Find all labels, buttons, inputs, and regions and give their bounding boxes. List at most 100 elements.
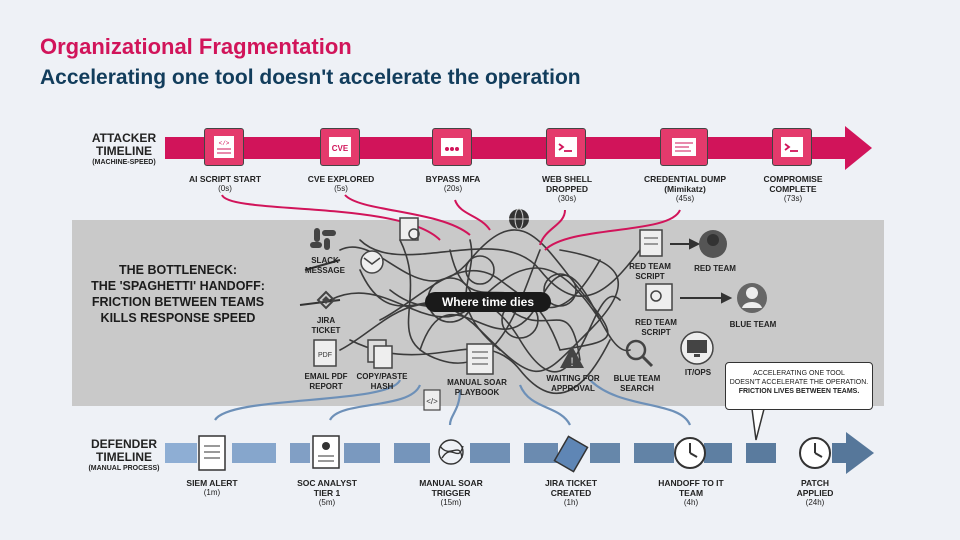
globe-icon [509,208,529,230]
node-red-script2: RED TEAM SCRIPT [635,318,677,337]
cve-badge: CVE [332,144,349,153]
defender-step-label: SOC ANALYST TIER 1 [297,478,357,498]
mail-icon [360,250,384,274]
defender-step-time: (24h) [805,498,825,507]
node-red-team: RED TEAM [694,264,736,273]
attacker-step-time: (45s) [675,194,695,203]
node-itops: IT/OPS [684,368,712,377]
svg-text:!: ! [570,355,573,369]
pdf-icon: PDF [313,339,337,367]
web-shell-terminal-icon [546,128,586,166]
red-team-script2-icon [645,283,673,311]
cve-document-icon: CVE [320,128,360,166]
page-title: Organizational Fragmentation [40,34,352,59]
node-jira: JIRA TICKET [311,316,341,335]
patch-clock-icon [799,437,831,469]
bottleneck-heading: THE BOTTLENECK: THE 'SPAGHETTI' HANDOFF:… [88,262,268,326]
attacker-step-time: (20s) [443,184,463,193]
bottleneck-line3: FRICTION BETWEEN TEAMS [91,295,265,309]
page-subtitle: Accelerating one tool doesn't accelerate… [40,66,581,89]
defender-label-line1: DEFENDER [90,437,157,451]
bottleneck-line4: KILLS RESPONSE SPEED [100,311,256,325]
soar-playbook-icon [466,343,494,375]
bypass-mfa-icon [432,128,472,166]
defender-step-label: SIEM ALERT [186,478,238,488]
defender-label-sub: (MANUAL PROCESS) [88,465,160,472]
red-team-script-icon [639,229,663,257]
attacker-step-label: BYPASS MFA [425,174,481,184]
attacker-step-time: (0s) [218,184,232,193]
blue-team-avatar-icon [737,283,767,313]
defender-step-time: (5m) [318,498,336,507]
ai-script-icon: </> [204,128,244,166]
attacker-step-compromise: COMPROMISE COMPLETE (73s) [752,174,834,204]
svg-text:</>: </> [426,397,438,406]
slack-icon [310,228,336,250]
magnifier-icon [625,339,654,368]
node-blue-team: BLUE TEAM [729,320,777,329]
defender-step-patch: PATCH APPLIED (24h) [786,478,844,508]
attacker-step-label: CVE EXPLORED [307,174,375,184]
node-soar: MANUAL SOAR PLAYBOOK [447,378,507,397]
defender-step-label: PATCH APPLIED [796,478,834,498]
attacker-step-mfa: BYPASS MFA (20s) [408,174,498,194]
soc-analyst-card-icon [312,435,340,469]
attacker-step-webshell: WEB SHELL DROPPED (30s) [536,174,598,204]
svg-text:PDF: PDF [318,352,332,359]
defender-step-soc: SOC ANALYST TIER 1 (5m) [294,478,360,508]
node-copy: COPY/PASTE HASH [356,372,408,391]
node-email: EMAIL PDF REPORT [304,372,348,391]
defender-label-line2: TIMELINE [96,450,152,464]
defender-step-time: (1h) [563,498,579,507]
attacker-step-time: (30s) [557,194,577,203]
warning-icon: ! [560,346,584,369]
attacker-lane-label: ATTACKER TIMELINE (MACHINE-SPEED) [84,132,164,167]
defender-connectors [214,379,692,426]
node-approval: WAITING FOR APPROVAL [546,374,600,393]
attacker-step-label: AI SCRIPT START [188,174,262,184]
band-arrows [299,238,733,306]
defender-step-time: (1m) [203,488,221,497]
defender-timeline-arrow [165,432,874,474]
attacker-step-time: (5s) [334,184,348,193]
svg-text:</>: </> [219,140,230,147]
defender-step-time: (4h) [683,498,699,507]
attacker-timeline-arrow [165,126,872,170]
handoff-clock-icon [674,437,706,469]
attacker-step-cve: CVE EXPLORED (5s) [296,174,386,194]
node-red-script: RED TEAM SCRIPT [629,262,671,281]
tangled-yarn-icon [438,439,464,465]
defender-step-jira: JIRA TICKET CREATED (1h) [534,478,608,508]
attacker-label-line1: ATTACKER [91,131,157,145]
where-time-dies-label: Where time dies [425,292,551,312]
credential-dump-icon [660,128,708,166]
node-blue-search: BLUE TEAM SEARCH [613,374,661,393]
attacker-connectors [221,194,681,251]
copy-icon [367,339,393,369]
attacker-step-credential: CREDENTIAL DUMP (Mimikatz) (45s) [638,174,732,204]
attacker-step-label: WEB SHELL DROPPED [541,174,593,194]
attacker-label-line2: TIMELINE [96,144,152,158]
defender-step-siem: SIEM ALERT (1m) [180,478,244,498]
code-tag-icon: </> [423,389,441,411]
defender-lane-label: DEFENDER TIMELINE (MANUAL PROCESS) [82,438,166,473]
attacker-step-time: (73s) [783,194,803,203]
bottleneck-line1: THE BOTTLENECK: [118,263,238,277]
attacker-label-sub: (MACHINE-SPEED) [92,159,156,166]
siem-document-icon [198,435,226,471]
document-search-icon [399,217,420,241]
monitor-icon [680,331,714,365]
jira-ticket-icon [553,435,589,473]
jira-icon [316,290,336,310]
defender-step-label: HANDOFF TO IT TEAM [658,478,724,498]
callout-line1: ACCELERATING ONE TOOL [753,370,845,377]
attacker-step-label: COMPROMISE COMPLETE [763,174,823,194]
callout-line2: DOESN'T ACCELERATE THE OPERATION. [729,379,869,386]
compromise-terminal-icon [772,128,812,166]
callout-pointer [751,408,765,441]
friction-callout: ACCELERATING ONE TOOL DOESN'T ACCELERATE… [725,362,873,410]
defender-step-soar: MANUAL SOAR TRIGGER (15m) [414,478,488,508]
attacker-step-ai-script: AI SCRIPT START (0s) [180,174,270,194]
defender-step-handoff: HANDOFF TO IT TEAM (4h) [656,478,726,508]
node-slack: SLACK MESSAGE [304,256,345,275]
